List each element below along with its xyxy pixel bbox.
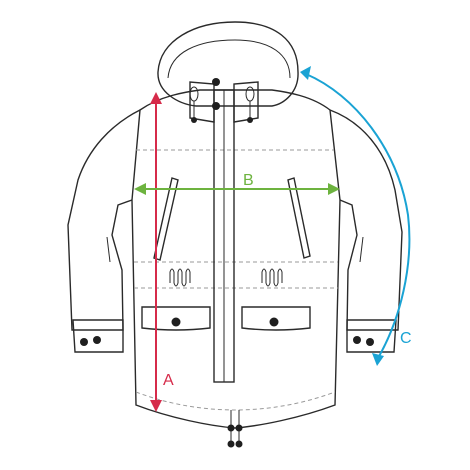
measurement-c-arrow-bottom	[372, 353, 384, 366]
measurement-c-arc	[305, 73, 411, 359]
cuff-button-left-1	[80, 338, 88, 346]
measurement-a-arrow-top	[150, 92, 162, 104]
left-cuff	[72, 319, 124, 353]
collar-button-top	[212, 78, 220, 86]
measurement-a: A	[150, 92, 174, 412]
hood-inner	[167, 39, 291, 79]
measurement-c-label: C	[400, 330, 412, 347]
lower-pocket-left-flap	[141, 306, 211, 331]
pocket-button-right	[269, 317, 279, 327]
measurement-c-arrow-top	[300, 66, 311, 80]
jacket-outline	[67, 21, 403, 448]
collar-button-bottom	[212, 102, 220, 110]
jacket-body	[131, 89, 341, 429]
measurement-a-label: A	[163, 372, 174, 389]
collar	[189, 81, 215, 123]
chest-pocket-right	[287, 177, 311, 259]
measurement-b-arrow-right	[328, 183, 340, 195]
measurement-a-arrow-bottom	[150, 400, 162, 412]
cuff-button-left-2	[93, 336, 101, 344]
hood-drawcord-left	[189, 86, 199, 123]
waist-drawcord-right	[261, 268, 283, 287]
hood	[157, 21, 299, 107]
collar-right	[233, 81, 259, 123]
left-sleeve-seam	[106, 236, 111, 263]
chest-pocket-left	[153, 177, 179, 261]
measurement-c: C	[300, 66, 412, 366]
lower-pocket-right-flap	[241, 306, 311, 331]
measurement-b: B	[134, 172, 340, 195]
hood-drawcord-right	[245, 86, 255, 123]
cuff-button-right-1	[353, 336, 361, 344]
right-sleeve-seam	[359, 236, 364, 263]
hem-drawcord	[227, 410, 243, 448]
left-sleeve	[67, 109, 141, 331]
pocket-button-left	[171, 317, 181, 327]
right-cuff	[346, 319, 397, 353]
cuff-button-right-2	[366, 338, 374, 346]
waist-drawcord-left	[169, 268, 191, 287]
right-sleeve	[329, 109, 403, 331]
hem-curve	[135, 391, 336, 411]
measurement-b-arrow-left	[134, 183, 146, 195]
measurement-b-label: B	[243, 172, 254, 189]
